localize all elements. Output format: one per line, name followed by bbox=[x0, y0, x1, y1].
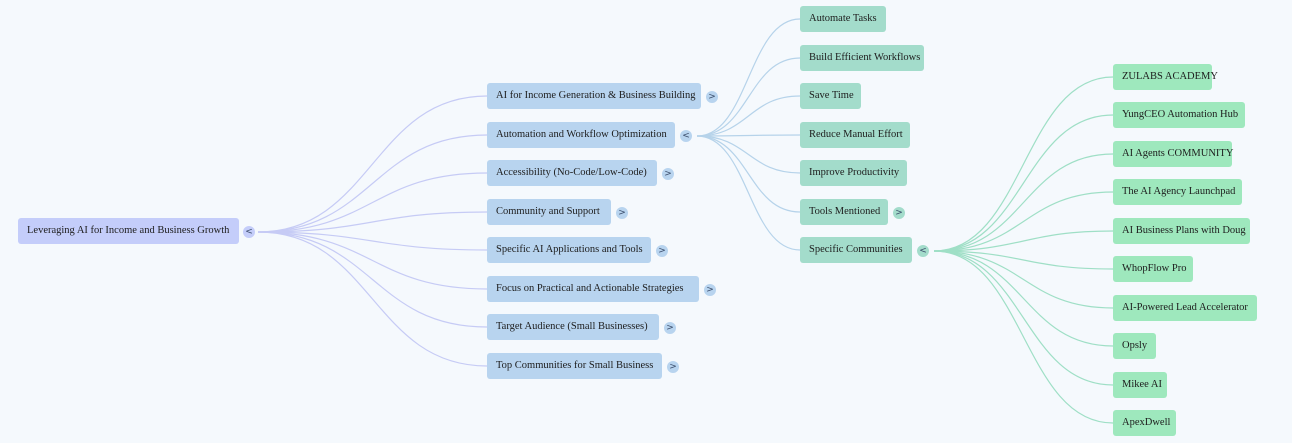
edge-automation-sub-5 bbox=[696, 135, 801, 213]
edge-automation-sub-4 bbox=[696, 135, 801, 174]
branch-community-support-expand-toggle[interactable]: > bbox=[616, 207, 628, 219]
edge-automation-sub-0 bbox=[696, 18, 801, 137]
branch-practical-strategies-expand-toggle[interactable]: > bbox=[704, 284, 716, 296]
edge-root-branch-5 bbox=[257, 231, 488, 290]
edge-automation-sub-6 bbox=[696, 135, 801, 251]
branch-automation-workflow-collapse-toggle[interactable]: < bbox=[680, 130, 692, 142]
edge-communities-sub-1 bbox=[933, 114, 1114, 252]
branch-top-communities-expand-toggle[interactable]: > bbox=[667, 361, 679, 373]
edge-communities-sub-5 bbox=[933, 250, 1114, 270]
subnode-tools-mentioned[interactable]: Tools Mentioned bbox=[800, 199, 888, 225]
edge-root-branch-0 bbox=[257, 95, 488, 233]
subnode-automate-tasks[interactable]: Automate Tasks bbox=[800, 6, 886, 32]
branch-specific-ai-applications-expand-toggle[interactable]: > bbox=[656, 245, 668, 257]
community-zulabs-academy[interactable]: ZULABS ACADEMY bbox=[1113, 64, 1218, 90]
community-ai-business-plans-doug[interactable]: AI Business Plans with Doug bbox=[1113, 218, 1250, 244]
branch-accessibility-expand-toggle[interactable]: > bbox=[662, 168, 674, 180]
edge-root-branch-3 bbox=[257, 211, 488, 233]
subnode-build-efficient-workflows[interactable]: Build Efficient Workflows bbox=[800, 45, 924, 71]
community-ai-agents[interactable]: AI Agents COMMUNITY bbox=[1113, 141, 1233, 167]
branch-ai-income-generation-expand-toggle[interactable]: > bbox=[706, 91, 718, 103]
edge-automation-sub-2 bbox=[696, 95, 801, 137]
branch-specific-ai-applications[interactable]: Specific AI Applications and Tools bbox=[487, 237, 651, 263]
branch-ai-income-generation[interactable]: AI for Income Generation & Business Buil… bbox=[487, 83, 701, 109]
branch-community-support[interactable]: Community and Support bbox=[487, 199, 611, 225]
edge-communities-sub-2 bbox=[933, 153, 1114, 252]
community-mikee-ai[interactable]: Mikee AI bbox=[1113, 372, 1167, 398]
community-yungceo-automation-hub[interactable]: YungCEO Automation Hub bbox=[1113, 102, 1245, 128]
branch-target-audience[interactable]: Target Audience (Small Businesses) bbox=[487, 314, 659, 340]
subnode-save-time[interactable]: Save Time bbox=[800, 83, 861, 109]
edge-root-branch-2 bbox=[257, 172, 488, 233]
edge-root-branch-4 bbox=[257, 231, 488, 251]
subnode-reduce-manual-effort[interactable]: Reduce Manual Effort bbox=[800, 122, 910, 148]
edge-communities-sub-6 bbox=[933, 250, 1114, 309]
community-whopflow-pro[interactable]: WhopFlow Pro bbox=[1113, 256, 1193, 282]
subnode-specific-communities[interactable]: Specific Communities bbox=[800, 237, 912, 263]
edge-root-branch-1 bbox=[257, 134, 488, 233]
root-collapse-toggle[interactable]: < bbox=[243, 226, 255, 238]
subnode-specific-communities-collapse-toggle[interactable]: < bbox=[917, 245, 929, 257]
community-ai-powered-lead-accelerator[interactable]: AI-Powered Lead Accelerator bbox=[1113, 295, 1257, 321]
edge-communities-sub-8 bbox=[933, 250, 1114, 386]
root-node[interactable]: Leveraging AI for Income and Business Gr… bbox=[18, 218, 239, 244]
edge-communities-sub-7 bbox=[933, 250, 1114, 347]
edge-root-branch-7 bbox=[257, 231, 488, 367]
edge-automation-sub-3 bbox=[696, 134, 801, 137]
edge-communities-sub-4 bbox=[933, 230, 1114, 252]
edge-communities-sub-9 bbox=[933, 250, 1114, 424]
subnode-tools-mentioned-expand-toggle[interactable]: > bbox=[893, 207, 905, 219]
edge-communities-sub-0 bbox=[933, 76, 1114, 252]
community-opsly[interactable]: Opsly bbox=[1113, 333, 1156, 359]
community-apexdwell[interactable]: ApexDwell bbox=[1113, 410, 1176, 436]
branch-practical-strategies[interactable]: Focus on Practical and Actionable Strate… bbox=[487, 276, 699, 302]
branch-target-audience-expand-toggle[interactable]: > bbox=[664, 322, 676, 334]
subnode-improve-productivity[interactable]: Improve Productivity bbox=[800, 160, 907, 186]
branch-automation-workflow[interactable]: Automation and Workflow Optimization bbox=[487, 122, 675, 148]
edge-automation-sub-1 bbox=[696, 57, 801, 137]
branch-accessibility[interactable]: Accessibility (No-Code/Low-Code) bbox=[487, 160, 657, 186]
branch-top-communities[interactable]: Top Communities for Small Business bbox=[487, 353, 662, 379]
edge-communities-sub-3 bbox=[933, 191, 1114, 252]
community-ai-agency-launchpad[interactable]: The AI Agency Launchpad bbox=[1113, 179, 1242, 205]
edge-root-branch-6 bbox=[257, 231, 488, 328]
